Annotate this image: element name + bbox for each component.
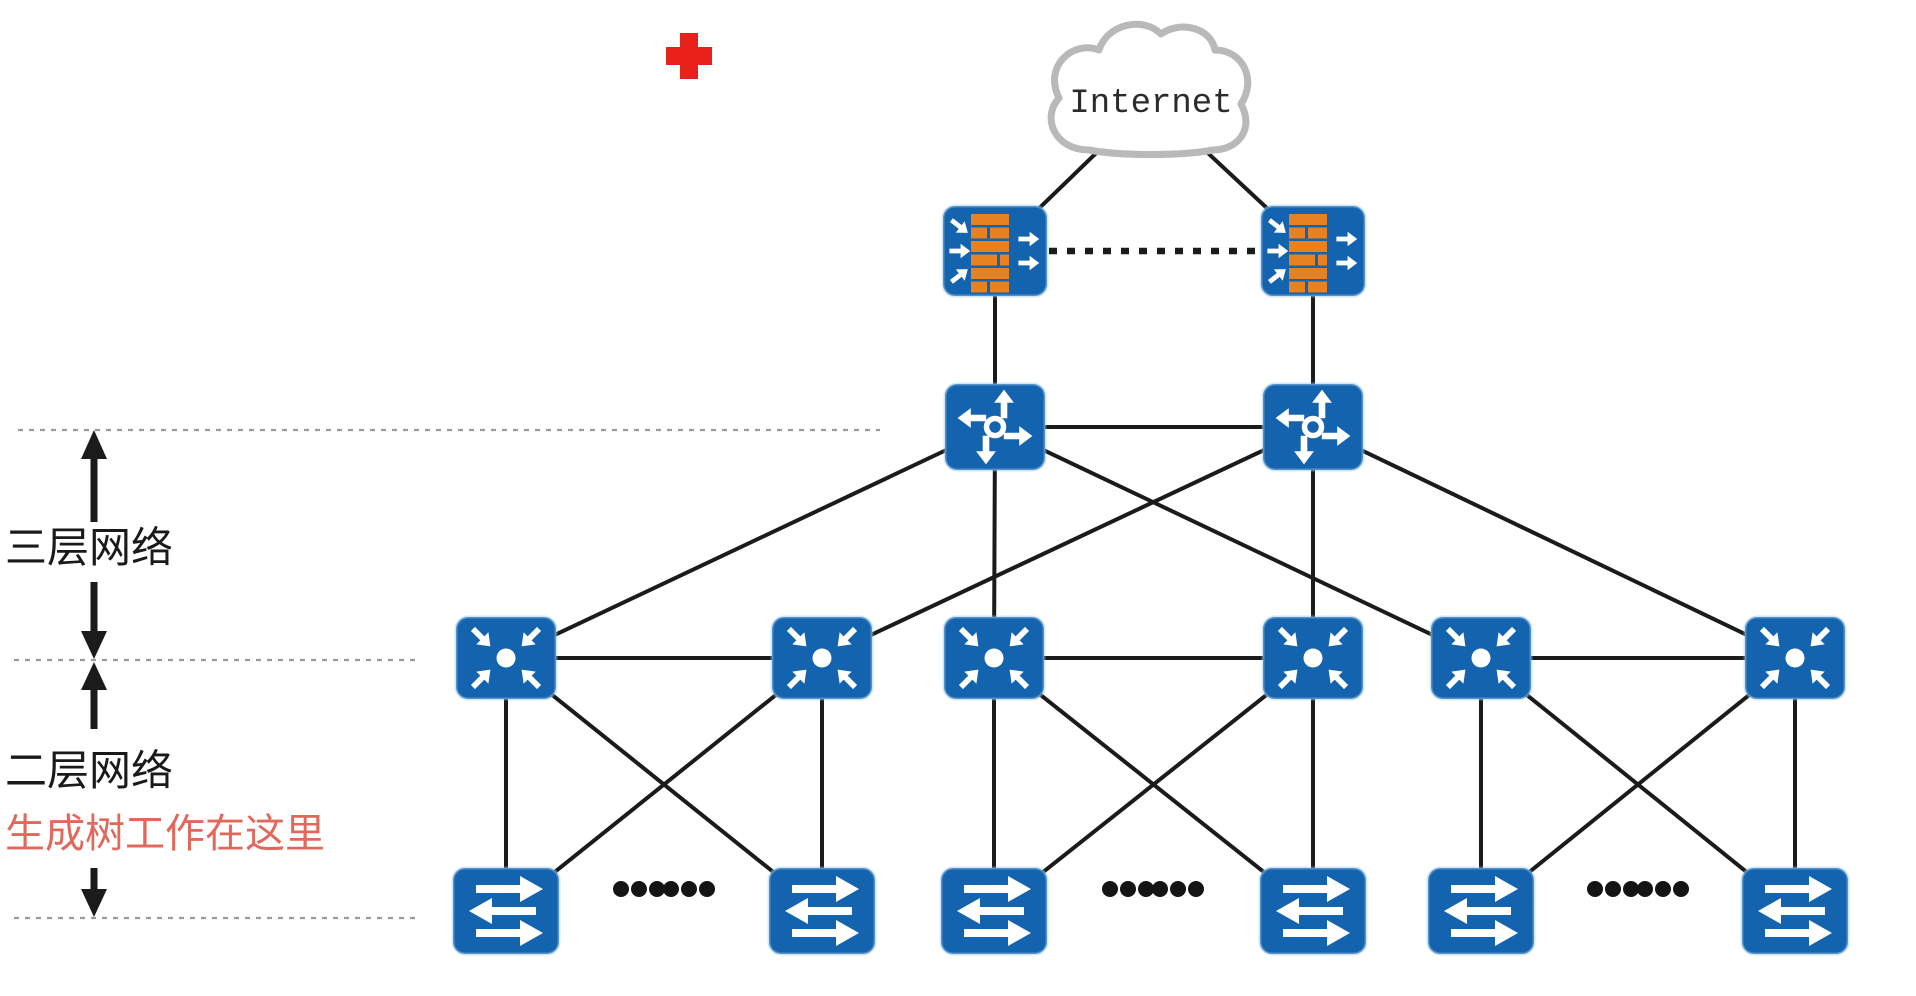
layer3-label: 三层网络: [5, 524, 173, 571]
link-core1-agg5: [993, 425, 1483, 660]
access-switch-icon: [1260, 868, 1366, 954]
layer2-span-arrow: [81, 662, 107, 917]
agg-switch-icon: [1431, 617, 1531, 699]
agg-switch-icon: [1745, 617, 1845, 699]
layer2-label: 二层网络: [5, 747, 173, 794]
ellipsis-dot: [663, 881, 679, 897]
ellipsis-dot: [681, 881, 697, 897]
ellipsis-dot: [699, 881, 715, 897]
ellipsis-dot: [1120, 881, 1136, 897]
agg-switch-icon: [772, 617, 872, 699]
ellipsis-dot: [1655, 881, 1671, 897]
red-cross-marker: [666, 33, 712, 79]
ellipsis-dot: [1102, 881, 1118, 897]
layer3-span-arrow: [81, 430, 107, 659]
ellipsis-dot: [1637, 881, 1653, 897]
annotation-layer: 三层网络 二层网络 生成树工作在这里 Internet: [5, 33, 1233, 920]
link-core1-agg1: [504, 425, 997, 660]
ellipsis-layer: [613, 881, 1689, 897]
nodes-layer: [453, 24, 1848, 954]
ellipsis-dot: [1152, 881, 1168, 897]
link-core2-agg2: [820, 425, 1315, 660]
link-agg6-acc5: [1479, 656, 1797, 913]
stp-note-label: 生成树工作在这里: [5, 812, 325, 856]
ellipsis-dot: [631, 881, 647, 897]
link-agg2-acc1: [504, 656, 824, 913]
ellipsis-dot: [1605, 881, 1621, 897]
firewall-icon: [943, 206, 1047, 296]
ellipsis-dot: [613, 881, 629, 897]
ellipsis-dot: [1673, 881, 1689, 897]
agg-switch-icon: [1263, 617, 1363, 699]
ellipsis-dot: [1170, 881, 1186, 897]
access-switch-icon: [1742, 868, 1848, 954]
access-switch-icon: [1428, 868, 1534, 954]
ellipsis-dot: [1138, 881, 1154, 897]
firewall-icon: [1261, 206, 1365, 296]
agg-switch-icon: [944, 617, 1044, 699]
edges-layer: [504, 98, 1797, 913]
core-router-icon: [945, 384, 1045, 470]
link-core2-agg6: [1311, 425, 1797, 660]
access-switch-icon: [769, 868, 875, 954]
ellipsis-dot: [1188, 881, 1204, 897]
ellipsis-dot: [1587, 881, 1603, 897]
ellipsis-dot: [649, 881, 665, 897]
access-switch-icon: [941, 868, 1047, 954]
ellipsis-dot: [1623, 881, 1639, 897]
link-agg4-acc3: [992, 656, 1315, 913]
access-switch-icon: [453, 868, 559, 954]
agg-switch-icon: [456, 617, 556, 699]
internet-label: Internet: [1069, 85, 1232, 123]
core-router-icon: [1263, 384, 1363, 470]
